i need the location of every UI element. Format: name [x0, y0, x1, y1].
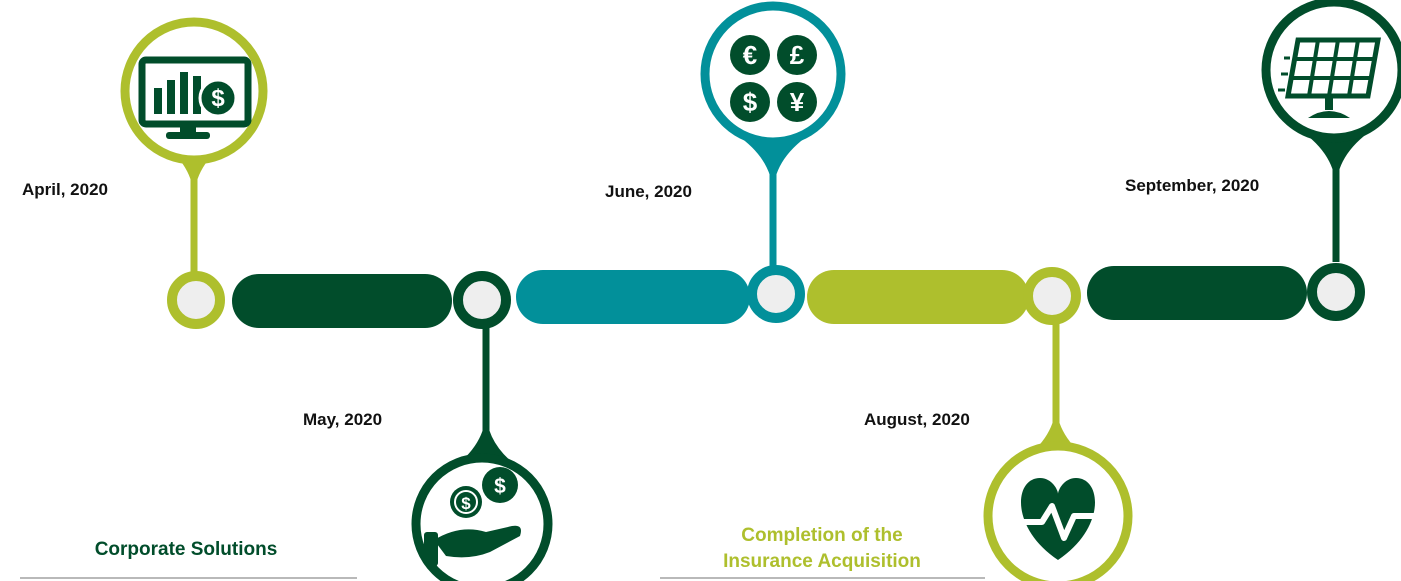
pound-glyph: £: [790, 40, 805, 70]
svg-text:$: $: [211, 85, 225, 112]
timeline-bar-3: [807, 270, 1029, 324]
hand-coins-icon: $ $: [411, 453, 553, 581]
currency-symbols-icon: € £ $ ¥: [700, 1, 846, 147]
node-may: [453, 271, 511, 329]
date-september: September, 2020: [1125, 176, 1260, 195]
caption-insurance-acquisition: Completion of the Insurance Acquisition: [672, 523, 972, 575]
caption-corporate-solutions: Corporate Solutions: [94, 539, 278, 560]
timeline-bar-1: [232, 274, 452, 328]
node-april: [167, 271, 225, 329]
caption-divider-right: [660, 577, 985, 579]
date-june: June, 2020: [605, 182, 692, 201]
timeline-bar-4: [1087, 266, 1307, 320]
yen-glyph: ¥: [790, 87, 805, 117]
caption-insurance-line1: Completion of the: [741, 525, 903, 546]
date-august: August, 2020: [864, 410, 970, 429]
date-may: May, 2020: [303, 410, 383, 429]
node-august: [1023, 267, 1081, 325]
heart-pulse-icon: [983, 441, 1133, 581]
date-april: April, 2020: [22, 180, 108, 199]
pin-tip-june: [737, 135, 809, 195]
timeline-bar-2: [516, 270, 750, 324]
node-june: [747, 265, 805, 323]
node-september: [1307, 263, 1365, 321]
dollar-glyph: $: [743, 87, 758, 117]
svg-text:$: $: [461, 494, 471, 513]
pin-tip-september: [1300, 130, 1372, 190]
caption-divider-left: [20, 577, 357, 579]
monitor-chart-dollar-icon: $: [120, 17, 268, 165]
solar-panel-icon: [1261, 0, 1401, 143]
svg-text:$: $: [494, 475, 506, 498]
caption-insurance-line2: Insurance Acquisition: [723, 551, 921, 572]
euro-glyph: €: [743, 40, 757, 70]
